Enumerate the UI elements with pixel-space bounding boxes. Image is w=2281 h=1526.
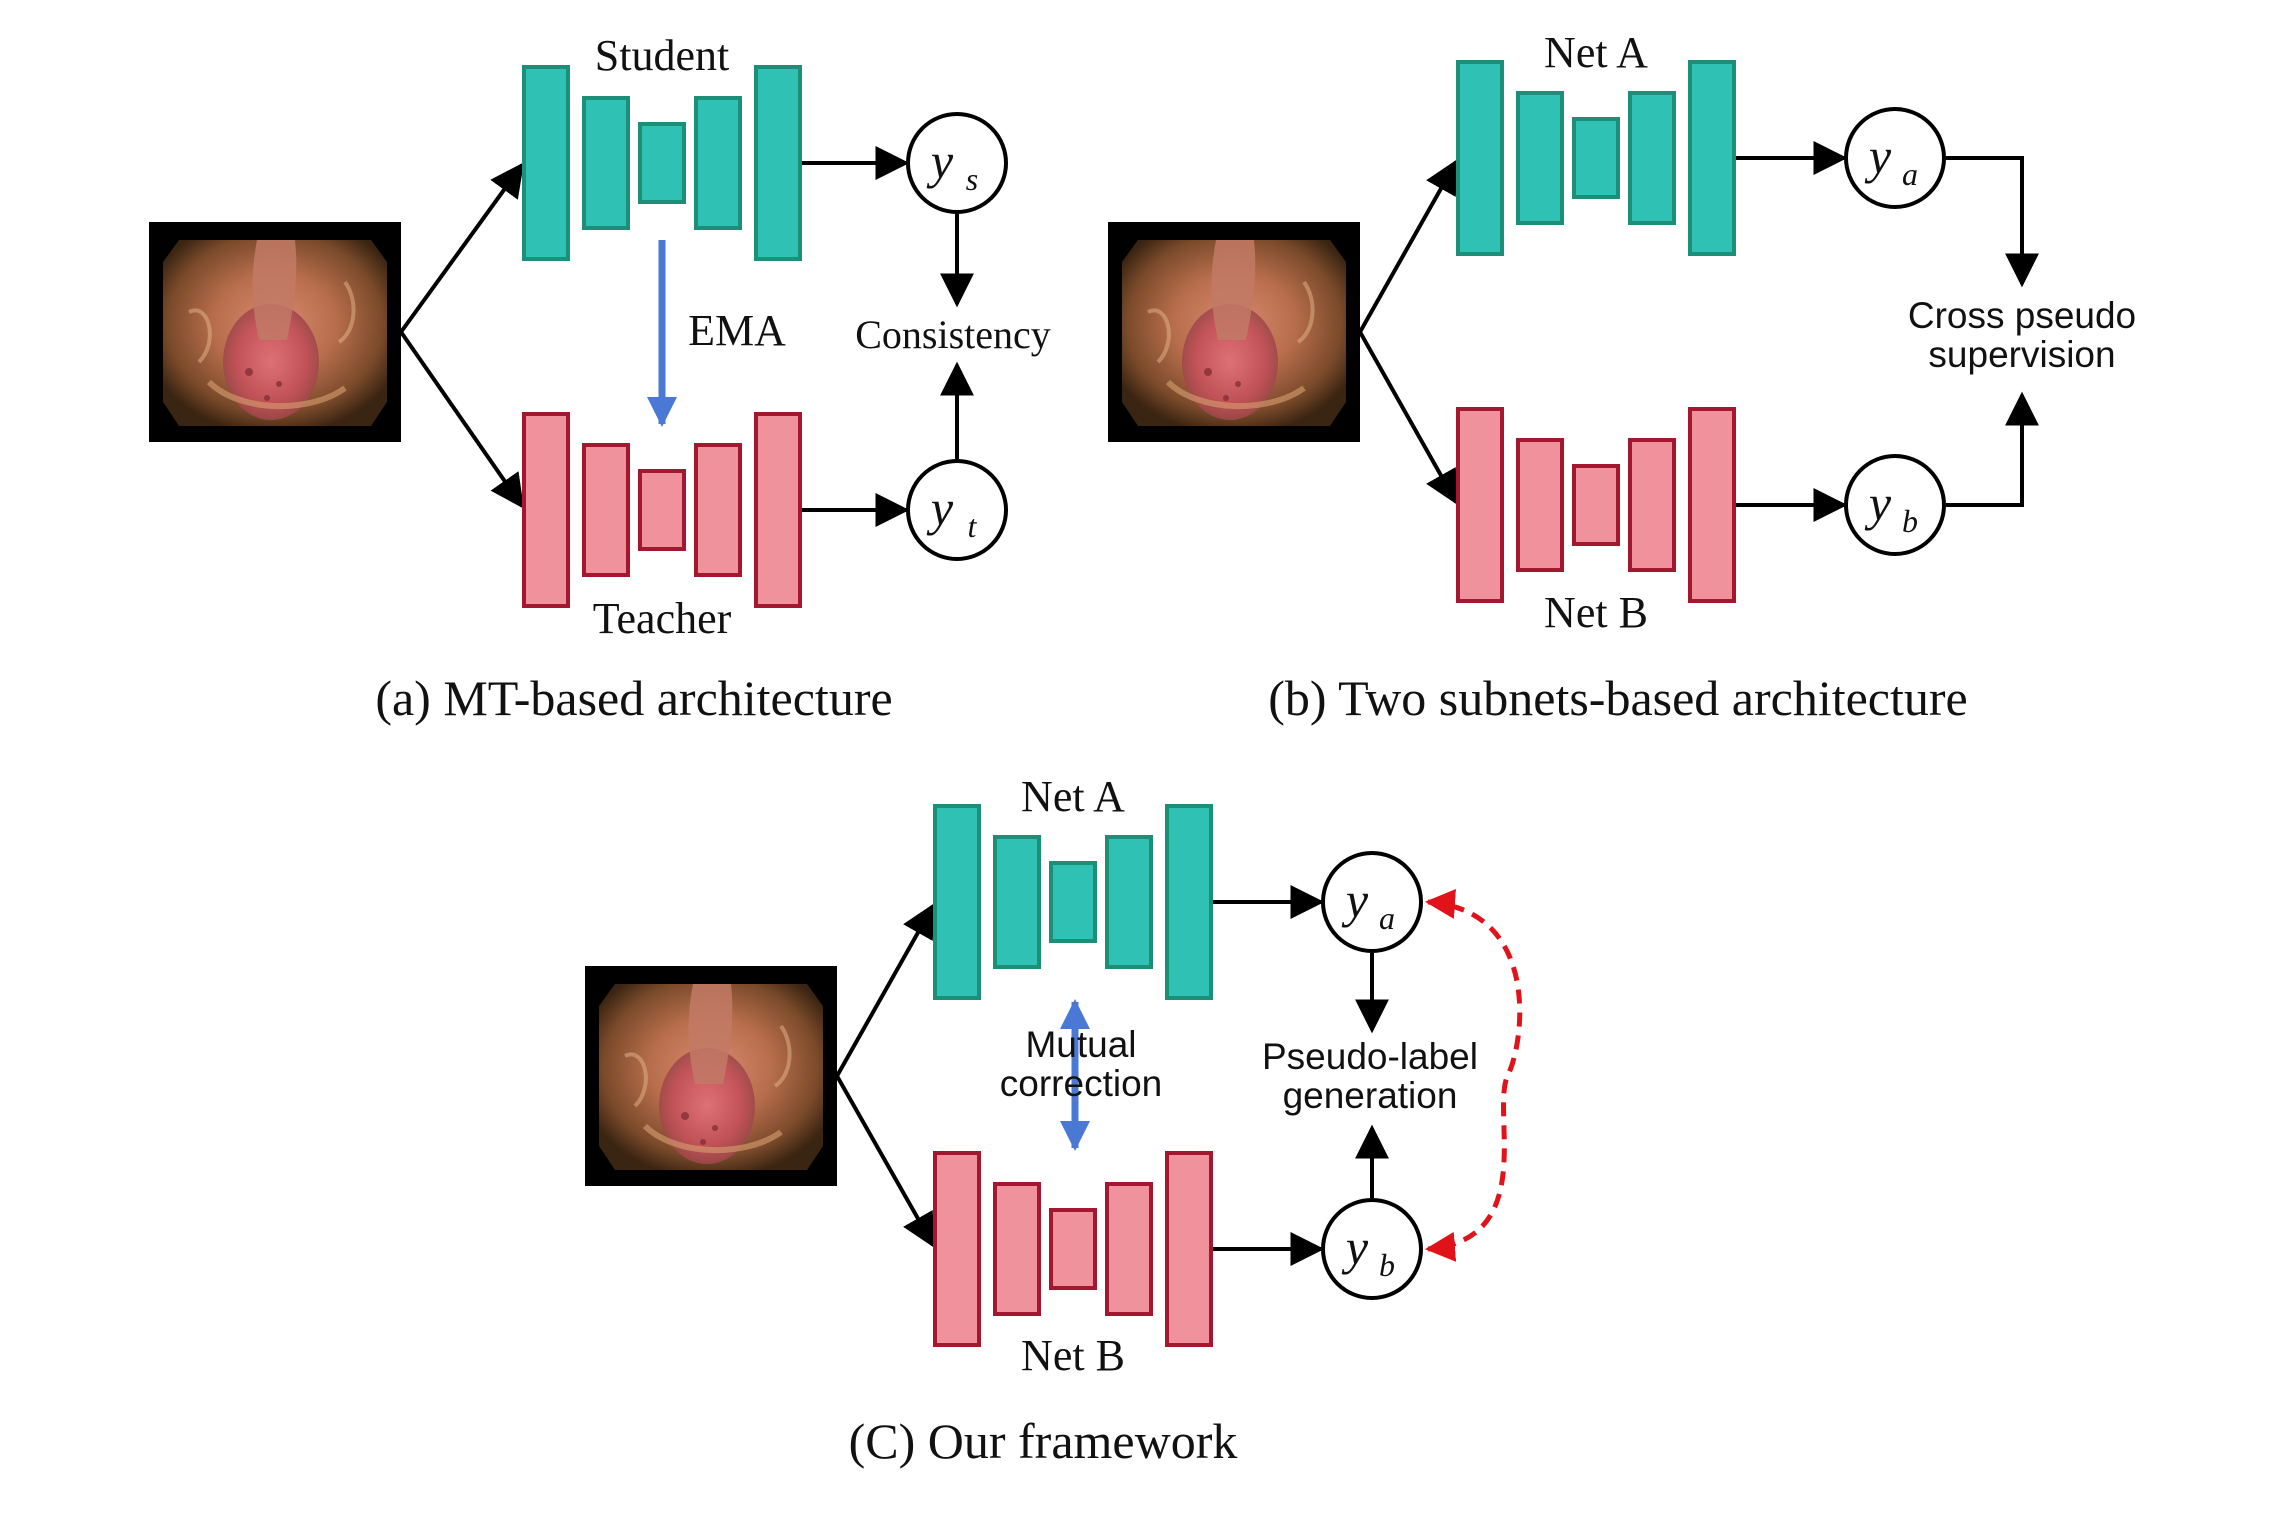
- arrow-ya-to-cps: [1946, 156, 2039, 288]
- input-image-c: [585, 966, 837, 1186]
- node-yt: [906, 459, 1008, 561]
- network-block-3: [1572, 464, 1620, 546]
- network-block-1: [522, 412, 570, 608]
- network-block-3: [1049, 1208, 1097, 1290]
- panel-a: Student Teacher EMA Consistency y s y t …: [149, 31, 1051, 726]
- caption-c: (C) Our framework: [849, 1413, 1238, 1469]
- node-ys-subscript: s: [966, 161, 978, 197]
- node-ys: [906, 112, 1008, 214]
- arrow-image-to-net-b-c: [835, 1075, 935, 1248]
- net-b-label-b: Net B: [1544, 588, 1648, 637]
- network-block-5: [1165, 1151, 1213, 1347]
- net-a-network-c: [933, 804, 1213, 1000]
- network-block-2: [582, 443, 630, 577]
- node-ya-b-label: y: [1864, 128, 1892, 184]
- plg-line1: Pseudo-label: [1262, 1036, 1478, 1077]
- consistency-label: Consistency: [855, 312, 1051, 357]
- network-block-4: [1105, 835, 1153, 969]
- node-ya-c-label: y: [1341, 872, 1369, 928]
- mutual-line1: Mutual: [1025, 1024, 1136, 1065]
- node-yb-b-subscript: b: [1902, 503, 1918, 539]
- network-block-3: [638, 469, 686, 551]
- net-a-label-b: Net A: [1544, 28, 1648, 77]
- node-ys-label: y: [926, 133, 954, 189]
- network-block-3: [1049, 861, 1097, 943]
- network-block-2: [582, 96, 630, 230]
- network-block-4: [1628, 91, 1676, 225]
- network-block-5: [1688, 407, 1736, 603]
- node-yb-b: [1844, 454, 1946, 556]
- arrow-image-to-net-a-c: [835, 903, 935, 1077]
- network-block-1: [933, 804, 981, 1000]
- network-block-3: [638, 122, 686, 204]
- node-yb-b-label: y: [1864, 475, 1892, 531]
- network-block-5: [754, 412, 802, 608]
- student-label: Student: [595, 31, 729, 80]
- teacher-network: [522, 412, 802, 608]
- net-a-label-c: Net A: [1021, 772, 1125, 821]
- caption-a: (a) MT-based architecture: [375, 670, 892, 726]
- network-block-2: [993, 1182, 1041, 1316]
- arrow-image-to-teacher: [399, 330, 524, 509]
- teacher-label: Teacher: [593, 594, 732, 643]
- network-block-1: [1456, 60, 1504, 256]
- input-image-a: [149, 222, 401, 442]
- connectors: [399, 141, 2039, 1266]
- input-image-b: [1108, 222, 1360, 442]
- network-block-2: [1516, 91, 1564, 225]
- net-b-label-c: Net B: [1021, 1331, 1125, 1380]
- student-network: [522, 65, 802, 261]
- network-block-1: [933, 1151, 981, 1347]
- node-yb-c: [1321, 1198, 1423, 1300]
- network-block-3: [1572, 117, 1620, 199]
- net-b-network-c: [933, 1151, 1213, 1347]
- network-block-4: [1628, 438, 1676, 572]
- net-b-network-b: [1456, 407, 1736, 603]
- cps-line2: supervision: [1928, 334, 2115, 375]
- node-ya-c: [1321, 851, 1423, 953]
- network-block-4: [694, 443, 742, 577]
- node-yb-c-label: y: [1341, 1219, 1369, 1275]
- node-ya-b-subscript: a: [1902, 156, 1918, 192]
- node-yt-subscript: t: [968, 508, 978, 544]
- arrow-image-to-net-b-b: [1358, 331, 1458, 505]
- arrow-image-to-student: [399, 162, 524, 334]
- node-ya-c-subscript: a: [1379, 900, 1395, 936]
- net-a-network-b: [1456, 60, 1736, 256]
- mutual-line2: correction: [1000, 1063, 1162, 1104]
- node-ya-b: [1844, 107, 1946, 209]
- node-yb-c-subscript: b: [1379, 1247, 1395, 1283]
- plg-line2: generation: [1283, 1075, 1458, 1116]
- ema-label: EMA: [688, 306, 786, 355]
- node-yt-label: y: [926, 480, 954, 536]
- network-block-4: [1105, 1182, 1153, 1316]
- cps-line1: Cross pseudo: [1908, 295, 2136, 336]
- arrow-image-to-net-a-b: [1358, 159, 1458, 333]
- panel-b: Net A Net B y a y b Cross pseudo supervi…: [1108, 28, 2136, 726]
- caption-b: (b) Two subnets-based architecture: [1268, 670, 1968, 726]
- network-block-5: [1688, 60, 1736, 256]
- network-block-5: [754, 65, 802, 261]
- network-block-2: [1516, 438, 1564, 572]
- arrow-yb-to-cps: [1946, 391, 2039, 507]
- panel-c: Net A Net B Mutual correction y a y b Ps…: [585, 772, 1478, 1469]
- network-block-2: [993, 835, 1041, 969]
- network-block-1: [522, 65, 570, 261]
- network-block-5: [1165, 804, 1213, 1000]
- network-block-1: [1456, 407, 1504, 603]
- network-block-4: [694, 96, 742, 230]
